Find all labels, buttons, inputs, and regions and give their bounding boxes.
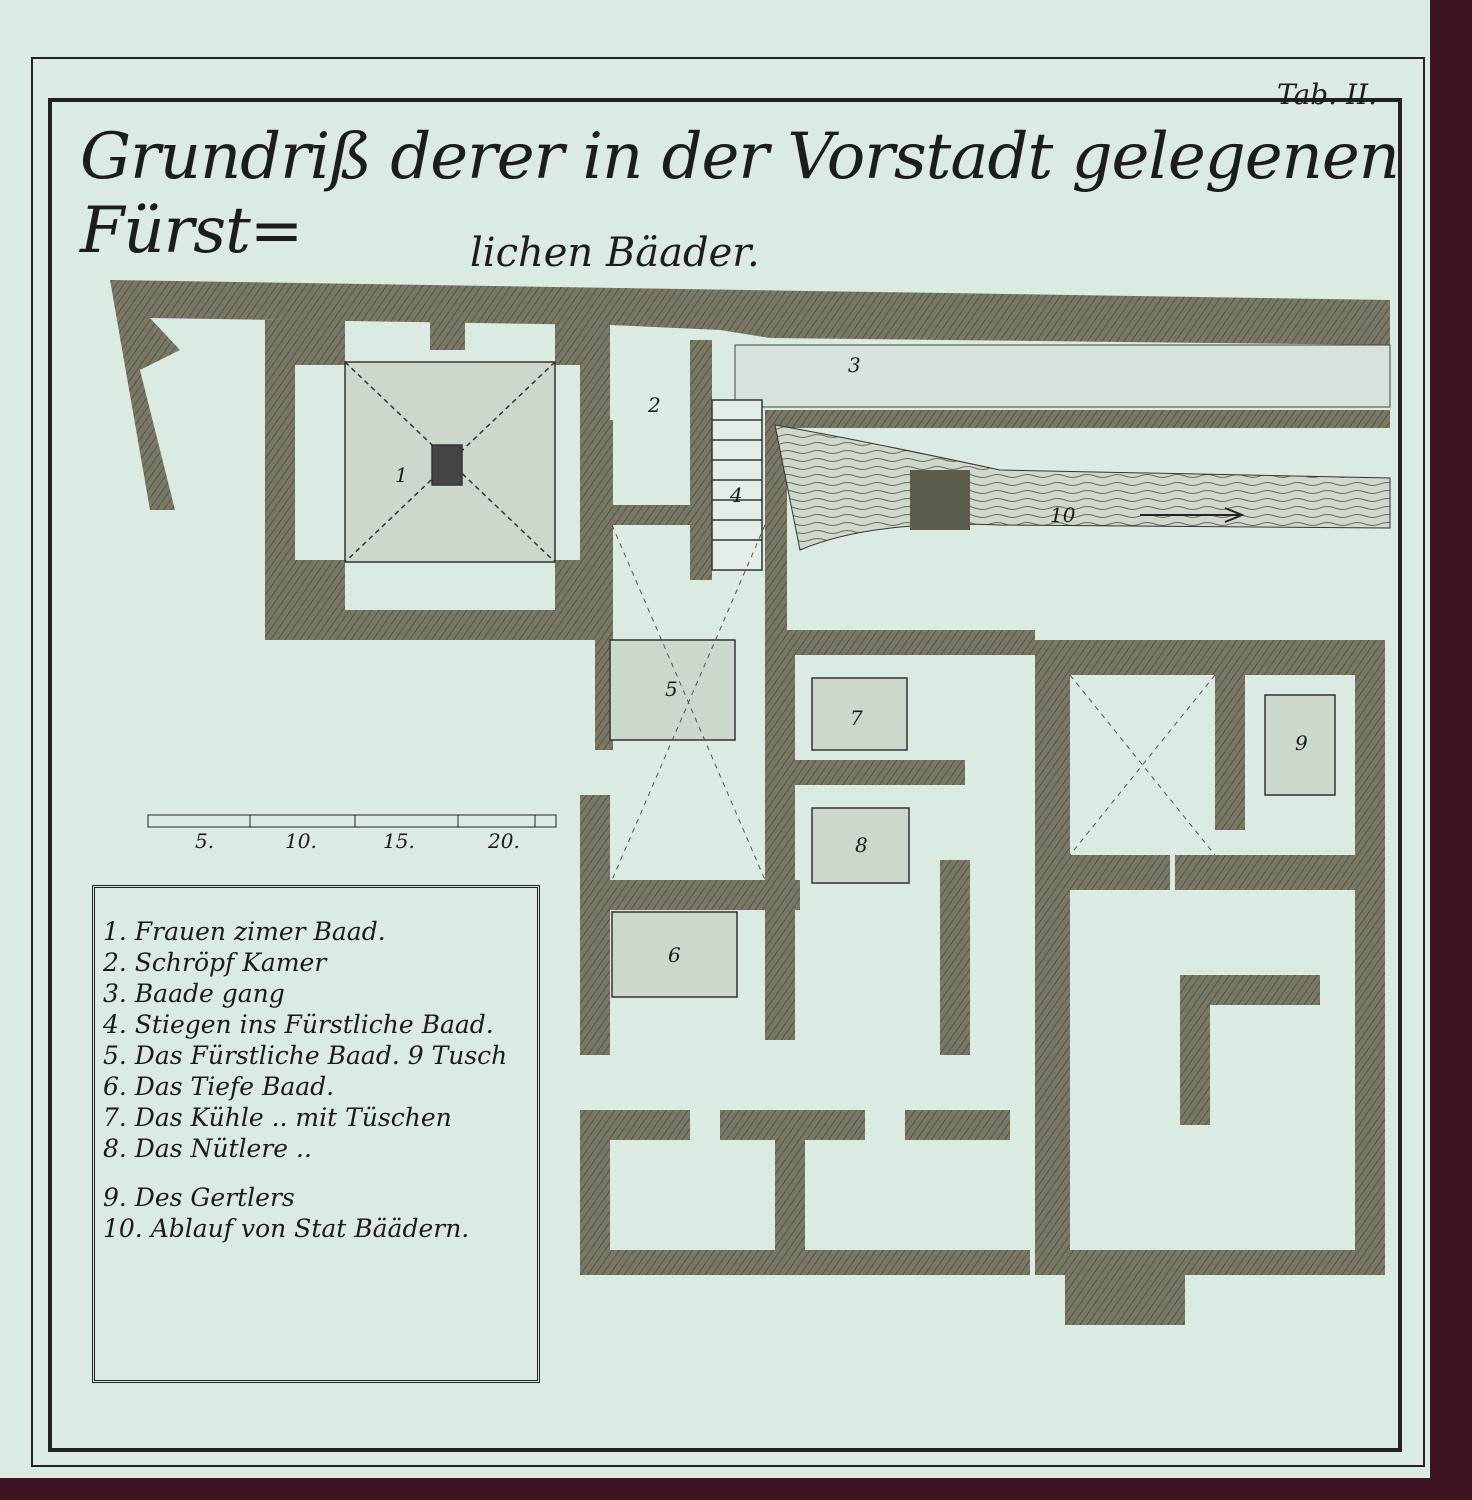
vault-diagonals xyxy=(611,524,1216,881)
legend-item: 3. Baade gang xyxy=(103,979,285,1008)
staircase-4 xyxy=(711,399,763,571)
room-number-10: 10 xyxy=(1050,503,1076,527)
legend: 1. Frauen zimer Baad. 2. Schröpf Kamer 3… xyxy=(92,885,540,1383)
legend-item: 4. Stiegen ins Fürstliche Baad. xyxy=(103,1010,494,1039)
scale-tick-5: 5. xyxy=(195,829,214,853)
room-number-5: 5 xyxy=(665,677,678,701)
room-number-2: 2 xyxy=(647,393,661,417)
room-number-9: 9 xyxy=(1295,731,1308,755)
inner-frame xyxy=(48,98,1402,1452)
room-number-3: 3 xyxy=(848,353,861,377)
legend-item: 9. Des Gertlers xyxy=(103,1183,295,1212)
legend-item: 1. Frauen zimer Baad. xyxy=(103,917,386,946)
scale-bar xyxy=(147,814,557,828)
room-number-4: 4 xyxy=(729,483,743,507)
plate-number: Tab. II. xyxy=(1277,78,1377,111)
corridor-3 xyxy=(734,344,1391,408)
outer-frame xyxy=(31,57,1425,1467)
scale-tick-10: 10. xyxy=(285,829,317,853)
bridge xyxy=(910,470,970,530)
scale-tick-15: 15. xyxy=(383,829,415,853)
room-number-6: 6 xyxy=(668,943,681,967)
legend-item: 7. Das Kühle .. mit Tüschen xyxy=(103,1103,452,1132)
room-number-8: 8 xyxy=(855,833,868,857)
legend-item: 5. Das Fürstliche Baad. 9 Tusch xyxy=(103,1041,508,1070)
legend-item: 6. Das Tiefe Baad. xyxy=(103,1072,335,1101)
legend-item: 10. Ablauf von Stat Bäädern. xyxy=(103,1214,470,1243)
room-number-1: 1 xyxy=(395,463,408,487)
legend-item: 8. Das Nütlere .. xyxy=(103,1134,312,1163)
plan-title-line2: lichen Bäader. xyxy=(470,230,760,276)
walls xyxy=(110,280,1390,1325)
legend-item: 2. Schröpf Kamer xyxy=(103,948,327,977)
basins xyxy=(344,361,1336,998)
scale-tick-20: 20. xyxy=(487,829,520,853)
plan-title: Grundriß derer in der Vorstadt gelegenen… xyxy=(80,120,1400,268)
room-number-7: 7 xyxy=(850,706,863,730)
flow-arrow-icon xyxy=(1140,507,1245,523)
